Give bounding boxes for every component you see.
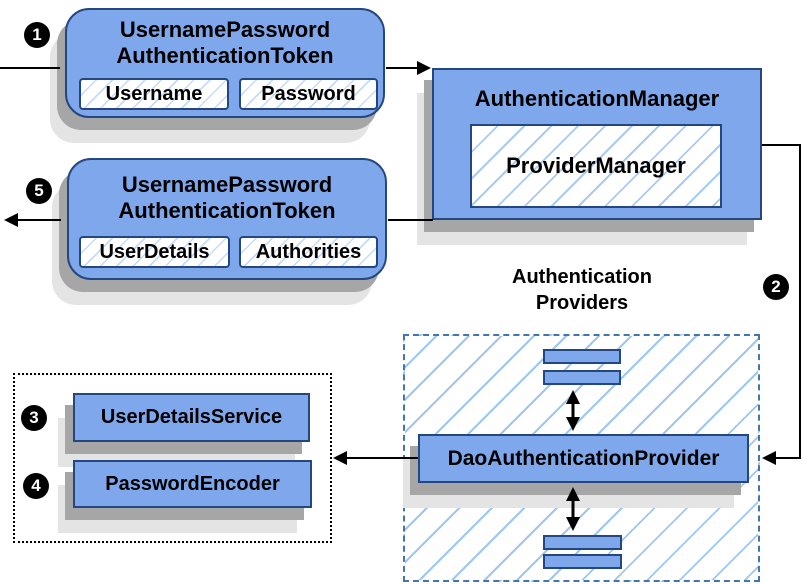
- response-token-box: UsernamePassword AuthenticationToken Use…: [67, 158, 387, 280]
- request-token-title-line2: AuthenticationToken: [116, 43, 334, 68]
- authentication-manager-title: AuthenticationManager: [474, 86, 720, 111]
- provider-stack-bottom-bar-2: [543, 554, 622, 569]
- authentication-manager-box: AuthenticationManager ProviderManager: [432, 68, 762, 220]
- password-field-box: Password: [239, 78, 378, 110]
- provider-stack-top-bar-2: [543, 370, 621, 385]
- request-to-manager-arrow: [386, 61, 431, 75]
- step-5-badge: 5: [26, 178, 52, 204]
- step-4-badge: 4: [23, 473, 49, 499]
- authorities-field-box: Authorities: [239, 236, 378, 268]
- providers-title-line2: Providers: [535, 292, 629, 314]
- step-1-badge: 1: [24, 22, 50, 48]
- userdetails-field-box: UserDetails: [79, 236, 230, 268]
- providers-title-line1: Authentication: [512, 266, 652, 288]
- services-dotted-container: [13, 373, 332, 543]
- response-token-title-line1: UsernamePassword: [121, 172, 333, 197]
- provider-manager-box: ProviderManager: [470, 124, 722, 208]
- username-field-box: Username: [79, 78, 229, 110]
- password-encoder-box: PasswordEncoder: [73, 460, 312, 508]
- user-details-service-box: UserDetailsService: [73, 393, 310, 442]
- request-token-title-line1: UsernamePassword: [119, 17, 331, 42]
- response-token-title-line2: AuthenticationToken: [118, 198, 336, 223]
- providers-title: Authentication Providers: [452, 264, 712, 316]
- dao-authentication-provider-box: DaoAuthenticationProvider: [418, 434, 749, 483]
- provider-stack-bottom-bar-1: [543, 535, 622, 550]
- step-2-badge: 2: [763, 274, 789, 300]
- provider-stack-top-bar-1: [543, 349, 621, 364]
- request-token-box: UsernamePassword AuthenticationToken Use…: [65, 8, 385, 118]
- step-3-badge: 3: [21, 405, 47, 431]
- response-out-arrow: [4, 213, 61, 227]
- manager-to-provider-arrow: [762, 144, 801, 465]
